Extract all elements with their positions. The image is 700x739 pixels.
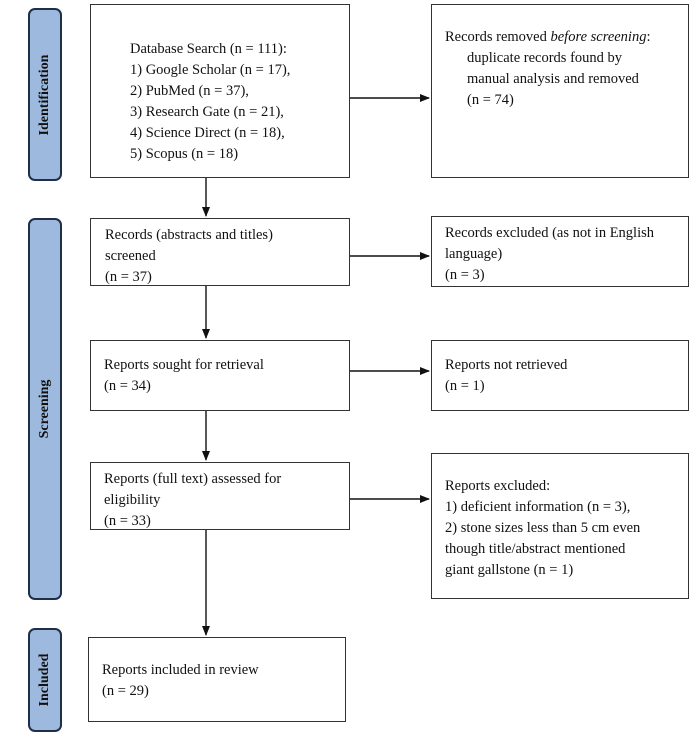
- records-excluded-count: (n = 3): [445, 267, 485, 283]
- reports-excluded-box: Reports excluded: 1) deficient informati…: [431, 453, 689, 599]
- records-excluded-box: Records excluded (as not in English lang…: [431, 216, 689, 287]
- reports-assessed-line: Reports (full text) assessed for: [104, 471, 282, 487]
- records-removed-heading: Records removed before screening:: [445, 29, 651, 45]
- records-excluded-line: Records excluded (as not in English: [445, 225, 654, 241]
- database-search-source: 1) Google Scholar (n = 17),: [130, 62, 291, 78]
- reports-excluded-reason: 1) deficient information (n = 3),: [445, 499, 631, 515]
- records-screened-line: screened: [105, 248, 156, 264]
- phase-screening: Screening: [28, 218, 62, 600]
- database-search-source: 5) Scopus (n = 18): [130, 146, 239, 162]
- database-search-title: Database Search (n = 111):: [130, 41, 287, 57]
- records-removed-count: (n = 74): [467, 92, 514, 108]
- reports-assessed-box: Reports (full text) assessed for eligibi…: [90, 462, 350, 530]
- database-search-source: 3) Research Gate (n = 21),: [130, 104, 284, 120]
- database-search-source: 2) PubMed (n = 37),: [130, 83, 249, 99]
- reports-assessed-count: (n = 33): [104, 513, 151, 529]
- reports-excluded-reason: giant gallstone (n = 1): [445, 562, 574, 578]
- reports-excluded-reason: 2) stone sizes less than 5 cm even: [445, 520, 641, 536]
- records-screened-count: (n = 37): [105, 269, 152, 285]
- reports-sought-count: (n = 34): [104, 378, 151, 394]
- reports-not-retrieved-count: (n = 1): [445, 378, 485, 394]
- records-removed-line: duplicate records found by: [467, 50, 623, 66]
- reports-included-box: Reports included in review (n = 29): [88, 637, 346, 722]
- records-removed-box: Records removed before screening: duplic…: [431, 4, 689, 178]
- records-excluded-line: language): [445, 246, 503, 262]
- database-search-box: Database Search (n = 111): 1) Google Sch…: [90, 4, 350, 178]
- records-screened-box: Records (abstracts and titles) screened …: [90, 218, 350, 286]
- reports-included-count: (n = 29): [102, 683, 149, 699]
- reports-excluded-reason: though title/abstract mentioned: [445, 541, 626, 557]
- reports-sought-line: Reports sought for retrieval: [104, 357, 264, 373]
- reports-excluded-heading: Reports excluded:: [445, 478, 551, 494]
- database-search-source: 4) Science Direct (n = 18),: [130, 125, 285, 141]
- records-screened-line: Records (abstracts and titles): [105, 227, 273, 243]
- reports-sought-box: Reports sought for retrieval (n = 34): [90, 340, 350, 411]
- reports-included-line: Reports included in review: [102, 662, 259, 678]
- reports-not-retrieved-line: Reports not retrieved: [445, 357, 568, 373]
- reports-assessed-line: eligibility: [104, 492, 161, 508]
- phase-identification: Identification: [28, 8, 62, 181]
- reports-not-retrieved-box: Reports not retrieved (n = 1): [431, 340, 689, 411]
- phase-included: Included: [28, 628, 62, 732]
- records-removed-line: manual analysis and removed: [467, 71, 639, 87]
